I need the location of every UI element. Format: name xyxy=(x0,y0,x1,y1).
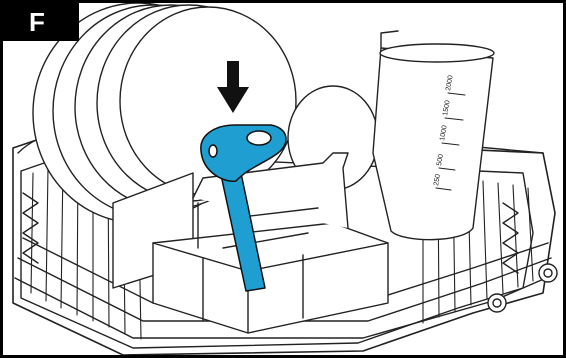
measuring-jug xyxy=(373,31,494,240)
step-badge: F xyxy=(3,3,79,41)
dishwasher-rack-illustration: 2000 1500 1000 500 250 xyxy=(3,3,563,355)
